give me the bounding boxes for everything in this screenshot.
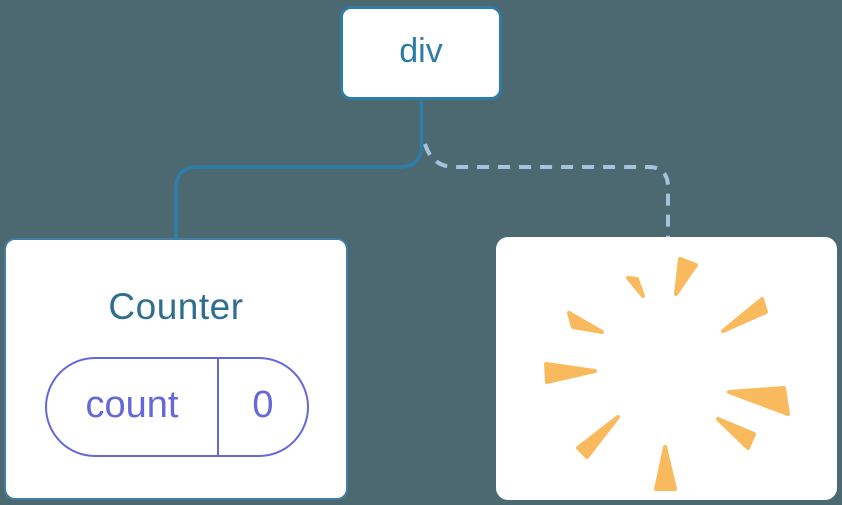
poof-ray — [576, 415, 620, 459]
dashed-connector-line — [423, 143, 670, 238]
root-div-node: div — [340, 6, 502, 100]
poof-ray — [716, 417, 756, 450]
state-name-cell: count — [47, 359, 219, 455]
component-title: Counter — [108, 286, 244, 327]
state-value-cell: 0 — [219, 359, 307, 455]
counter-component-card: Counter count 0 — [4, 238, 348, 500]
poof-burst-icon — [544, 257, 790, 491]
removed-component-card — [496, 237, 837, 500]
solid-connector-line — [174, 98, 424, 241]
poof-ray — [626, 276, 645, 298]
poof-ray — [544, 362, 597, 384]
poof-ray — [567, 311, 604, 334]
poof-ray — [727, 386, 790, 416]
root-node-label: div — [399, 32, 443, 70]
poof-ray — [654, 445, 677, 491]
state-value-label: 0 — [252, 384, 274, 426]
poof-ray — [674, 257, 698, 296]
poof-ray — [721, 297, 768, 333]
state-badge: count 0 — [45, 357, 309, 457]
state-name-label: count — [85, 384, 179, 426]
